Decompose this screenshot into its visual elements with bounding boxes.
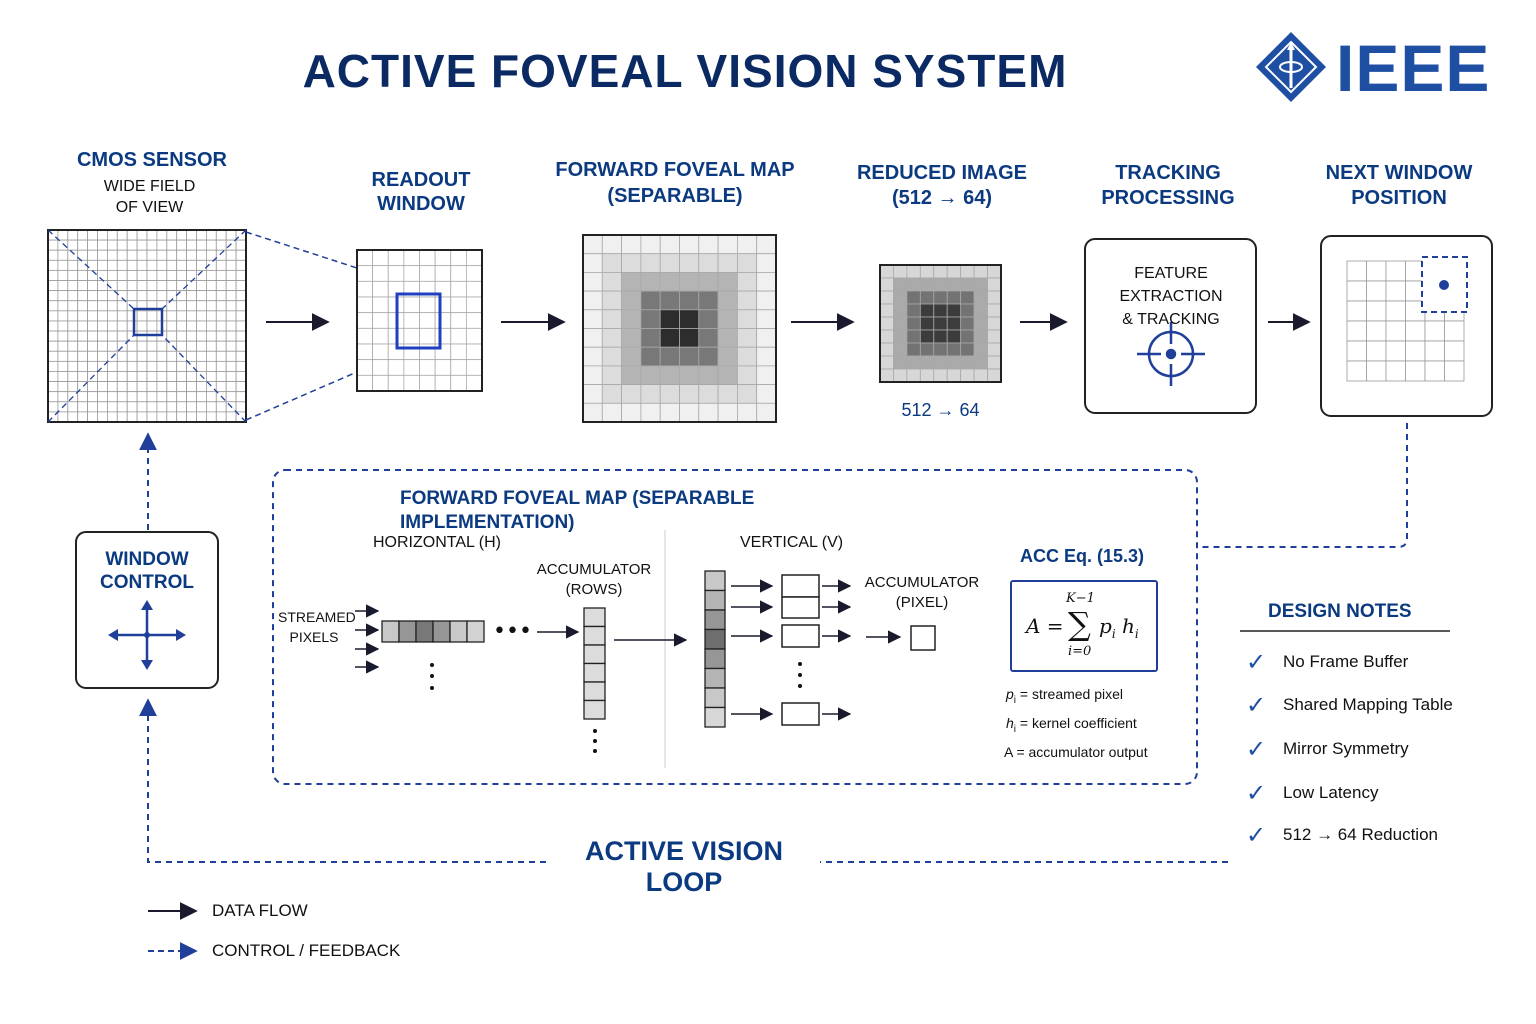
readout-window-title: READOUT WINDOW	[371, 169, 471, 215]
design-note-item: ✓512 → 64 Reduction	[1246, 822, 1438, 849]
window-control-title-2: CONTROL	[100, 572, 194, 593]
separable-title: FORWARD FOVEAL MAP (SEPARABLE IMPLEMENTA…	[400, 488, 755, 533]
crosshair-icon	[1137, 322, 1205, 386]
design-notes-title: DESIGN NOTES	[1268, 601, 1412, 622]
next-window-title-1: NEXT WINDOW	[1325, 162, 1473, 184]
horizontal-kernel-row	[381, 620, 485, 643]
accumulator-rows-label-2: (ROWS)	[565, 581, 623, 598]
design-note-item: ✓Low Latency	[1246, 780, 1379, 807]
streamed-pixels-label-2: PIXELS	[289, 629, 339, 645]
design-note-item: ✓Mirror Symmetry	[1246, 736, 1409, 763]
reduced-image-title-2: (512 → 64)	[891, 187, 993, 209]
accumulator-pixel-label-1: ACCUMULATOR	[864, 574, 980, 591]
definition-h: hi = kernel coefficient	[1006, 715, 1137, 735]
separable-implementation-box	[272, 469, 1198, 785]
check-icon: ✓	[1246, 649, 1267, 676]
equation-lhs: A =	[1026, 614, 1064, 638]
active-vision-loop-label: ACTIVE VISION LOOP	[548, 836, 820, 898]
forward-foveal-map-grid	[582, 234, 777, 423]
reduced-image-grid	[879, 264, 1002, 383]
vertical-label: VERTICAL (V)	[740, 534, 844, 551]
next-window-grid	[1346, 260, 1465, 382]
accumulator-rows-column	[583, 607, 606, 720]
next-window-title-2: POSITION	[1351, 187, 1447, 209]
design-note-item: ✓No Frame Buffer	[1246, 649, 1409, 676]
window-control-title-1: WINDOW	[105, 549, 189, 570]
ieee-logo-text: IEEE	[1336, 31, 1491, 105]
readout-window-marker	[395, 292, 442, 350]
check-icon: ✓	[1246, 692, 1267, 719]
move-arrows-icon	[108, 600, 186, 670]
readout-window-grid	[356, 249, 483, 392]
equation-upper-limit: K−1	[1066, 591, 1095, 606]
definition-p: pi = streamed pixel	[1006, 686, 1124, 706]
tracking-title-1: TRACKING	[1115, 162, 1221, 184]
forward-map-title-1: FORWARD FOVEAL MAP	[555, 159, 795, 181]
equation-title: ACC Eq. (15.3)	[1019, 546, 1145, 566]
cmos-sensor-title: CMOS SENSOR	[76, 149, 228, 171]
reduced-image-title-1: REDUCED IMAGE	[856, 162, 1027, 184]
cmos-window-marker	[132, 307, 164, 337]
svg-text:•••: •••	[493, 619, 532, 644]
accumulator-pixel-label-2: (PIXEL)	[895, 594, 949, 611]
cmos-sensor-subtitle-1: WIDE FIELD	[103, 178, 196, 195]
equation-sigma: ∑	[1068, 605, 1091, 643]
reduced-image-caption: 512 → 64	[901, 400, 980, 420]
accumulator-rows-label-1: ACCUMULATOR	[536, 561, 652, 578]
check-icon: ✓	[1246, 822, 1267, 849]
cmos-sensor-grid	[47, 229, 247, 423]
vertical-kernel-column	[704, 570, 726, 728]
forward-map-title-2: (SEPARABLE)	[607, 185, 743, 207]
horizontal-label: HORIZONTAL (H)	[373, 534, 501, 551]
page-title: ACTIVE FOVEAL VISION SYSTEM	[302, 45, 1068, 97]
equation-box	[1010, 580, 1158, 672]
legend-data-flow-label: DATA FLOW	[212, 901, 308, 920]
tracking-title-2: PROCESSING	[1101, 187, 1235, 209]
ieee-logo-icon	[1256, 32, 1326, 102]
equation-lower-limit: i=0	[1068, 644, 1092, 659]
definition-a: A = accumulator output	[1004, 744, 1148, 760]
legend-control-label: CONTROL / FEEDBACK	[212, 941, 401, 960]
feature-extraction-label: FEATURE EXTRACTION& TRACKING	[1119, 265, 1223, 328]
cmos-sensor-subtitle-2: OF VIEW	[115, 199, 184, 216]
check-icon: ✓	[1246, 780, 1267, 807]
design-note-item: ✓Shared Mapping Table	[1246, 692, 1453, 719]
check-icon: ✓	[1246, 736, 1267, 763]
equation-term: pi hi	[1099, 614, 1139, 641]
streamed-pixels-label-1: STREAMED	[278, 609, 356, 625]
